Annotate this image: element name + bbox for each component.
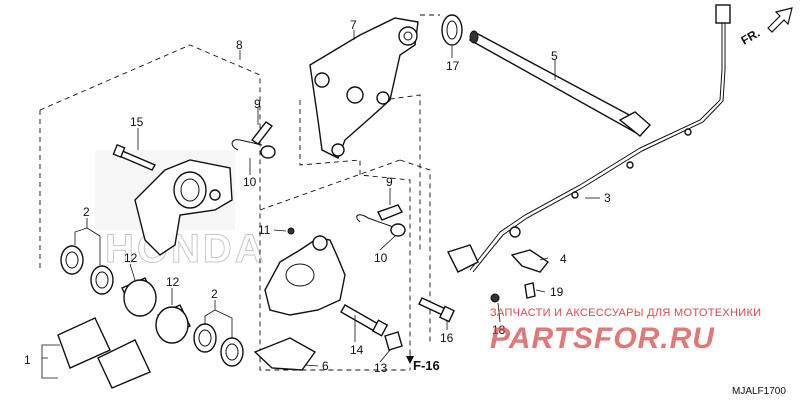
callout-9-lower: 9 — [386, 175, 393, 189]
bleeder-upper-part — [231, 121, 276, 159]
callout-18: 18 — [492, 323, 506, 337]
store-watermark: ЗАПЧАСТИ И АКСЕССУАРЫ ДЛЯ МОТОТЕХНИКИ PA… — [490, 307, 761, 355]
caliper-body-part — [264, 235, 346, 316]
callout-10-upper: 10 — [243, 175, 257, 189]
callout-8: 8 — [236, 38, 243, 52]
assembly-outlines — [39, 14, 440, 371]
leader-lines — [41, 30, 600, 379]
direction-indicator: FR. — [739, 7, 793, 48]
hanger-bracket-part — [309, 17, 419, 159]
callout-16: 16 — [440, 331, 454, 345]
callout-3: 3 — [604, 191, 611, 205]
callout-13: 13 — [374, 361, 388, 375]
callout-12-lower: 12 — [166, 275, 180, 289]
callout-6: 6 — [322, 359, 329, 373]
clamp-part — [510, 249, 550, 273]
honda-watermark-text: HONDA — [105, 227, 267, 271]
reference-marker: F-16 — [406, 352, 440, 373]
callout-4: 4 — [560, 252, 567, 266]
cap-13-part — [384, 331, 403, 351]
callout-2-right: 2 — [211, 287, 218, 301]
callout-15: 15 — [130, 115, 144, 129]
watermark-tagline: ЗАПЧАСТИ И АКСЕССУАРЫ ДЛЯ МОТОТЕХНИКИ — [490, 307, 761, 319]
diagram-code: MJALF1700 — [732, 386, 786, 397]
callout-labels: 8 9 15 10 7 17 5 3 4 19 18 16 9 10 11 14… — [24, 18, 611, 375]
reference-label: F-16 — [413, 358, 440, 373]
bolt-15-part — [112, 143, 157, 171]
bleeder-lower-part — [287, 204, 406, 237]
bolt-18-part — [490, 293, 500, 303]
watermark-brand: PARTSFOR.RU — [490, 322, 715, 355]
callout-11: 11 — [258, 223, 271, 237]
axle-part — [468, 30, 652, 137]
callout-5: 5 — [551, 49, 558, 63]
callout-7: 7 — [350, 18, 357, 32]
caliper-bracket-part — [134, 159, 233, 256]
seals-pistons-part — [60, 245, 244, 367]
bolt-19-part — [524, 282, 536, 299]
callout-1: 1 — [24, 353, 31, 367]
callout-14: 14 — [350, 343, 364, 357]
callout-19: 19 — [550, 285, 564, 299]
callout-2-left: 2 — [83, 205, 90, 219]
sensor-wire-part — [447, 4, 731, 273]
callout-10-lower: 10 — [374, 251, 388, 265]
direction-arrow-icon — [767, 7, 793, 33]
callout-9-upper: 9 — [254, 97, 261, 111]
direction-label: FR. — [739, 26, 763, 48]
callout-12-upper: 12 — [124, 251, 138, 265]
callout-17: 17 — [446, 59, 460, 73]
brake-pads-part — [57, 317, 151, 389]
bolt-16-part — [418, 297, 455, 323]
washer-17-part — [441, 14, 463, 46]
pin-14-part — [340, 304, 389, 337]
pad-spring-part — [253, 337, 317, 371]
